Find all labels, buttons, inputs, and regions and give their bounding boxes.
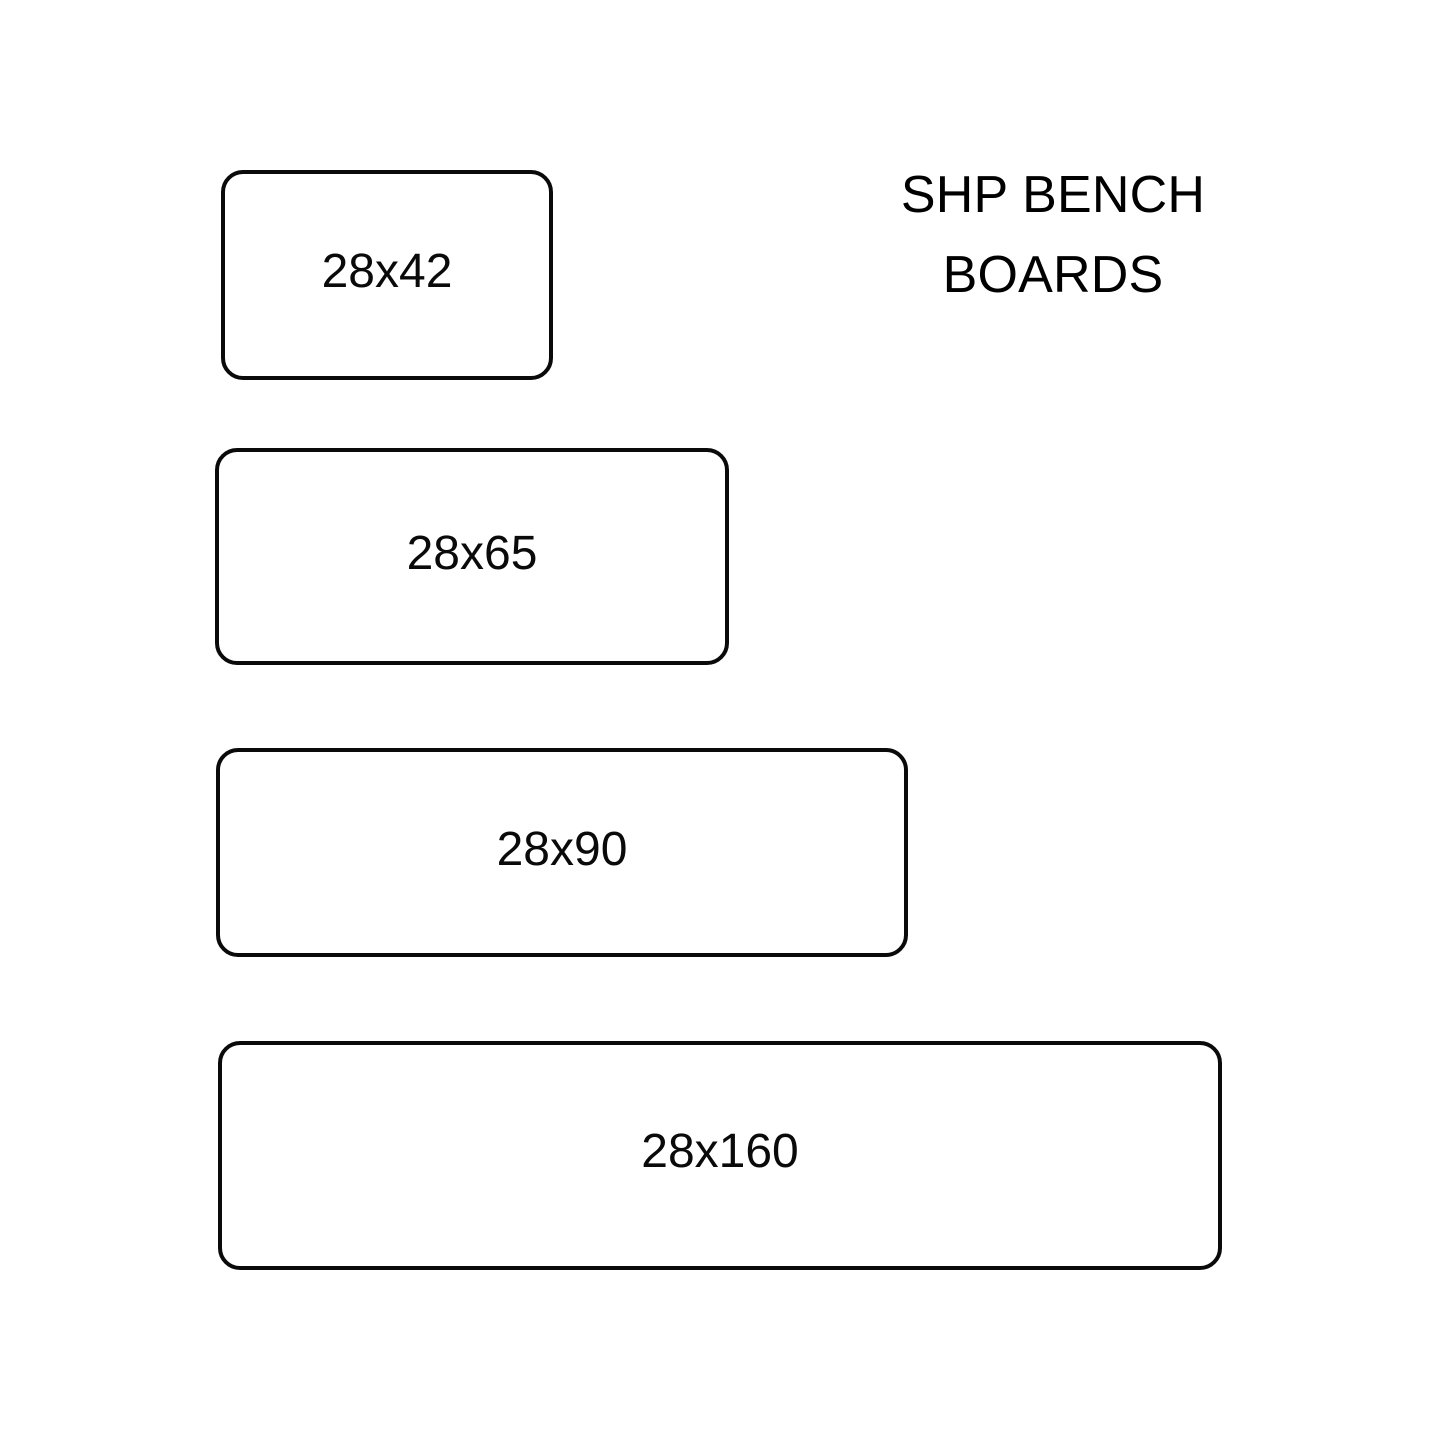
board-shape-28x90[interactable]: 28x90: [216, 748, 908, 957]
board-label: 28x65: [406, 527, 538, 580]
board-label: 28x160: [641, 1125, 799, 1178]
page-title-line-2: BOARDS: [942, 246, 1164, 304]
page-title: SHP BENCH BOARDS: [853, 155, 1253, 315]
board-shape-28x42[interactable]: 28x42: [221, 170, 553, 380]
page-title-line-1: SHP BENCH: [900, 166, 1206, 224]
board-shape-28x160[interactable]: 28x160: [218, 1041, 1222, 1270]
board-shape-28x65[interactable]: 28x65: [215, 448, 729, 665]
board-label: 28x90: [496, 823, 628, 876]
board-label: 28x42: [321, 245, 453, 298]
